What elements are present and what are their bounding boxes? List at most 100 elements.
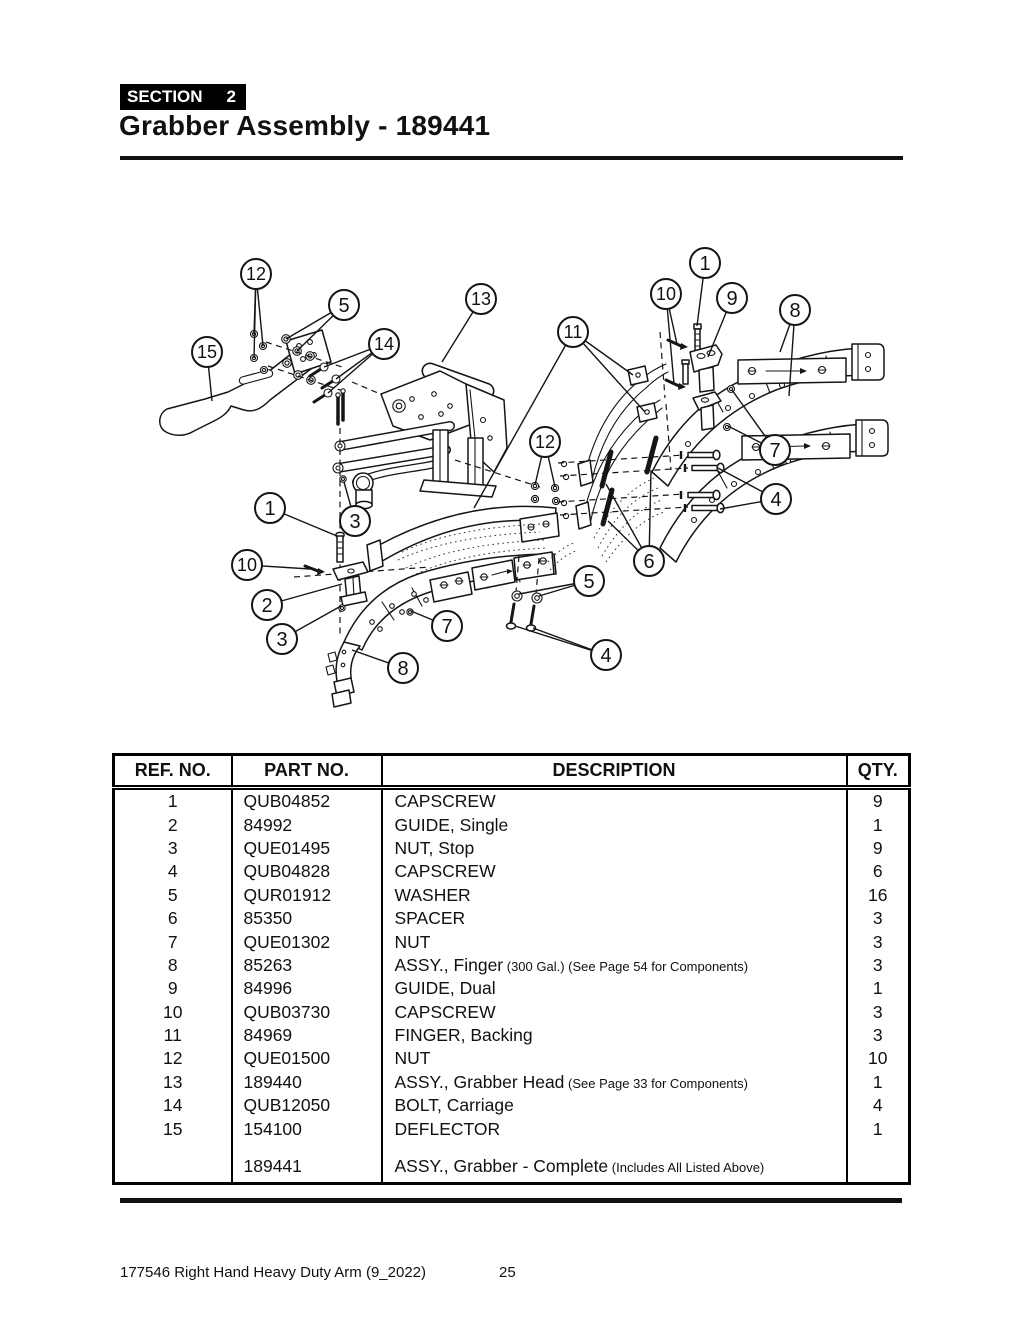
qty-cell: 6 [872,861,883,882]
ref-no-cell: 14 [113,1094,233,1118]
grabber-head-drawing [332,362,508,510]
qty-cell: 3 [872,1001,883,1022]
callout-10: 10 [650,278,682,385]
section-badge: SECTION 2 [120,84,246,110]
svg-text:5: 5 [338,295,349,317]
part-no-cell: QUR01912 [231,883,383,907]
description-cell: CAPSCREW [381,1000,848,1024]
description-text: DEFLECTOR [394,1118,501,1139]
callout-4: 4 [514,625,622,671]
description-text: NUT, Stop [394,837,475,858]
svg-text:15: 15 [197,342,217,362]
ref-no-cell: 15 [113,1117,233,1141]
part-no-cell: QUB12050 [231,1094,383,1118]
part-no-cell: 84969 [231,1023,383,1048]
callout-8: 8 [351,649,419,684]
description-text: NUT [394,1048,431,1069]
description-note: (300 Gal.) (See Page 54 for Components) [503,958,749,974]
svg-text:3: 3 [276,629,287,651]
qty-cell: 3 [872,954,883,975]
callout-10: 10 [231,549,311,581]
qty-cell [847,1141,910,1152]
svg-text:13: 13 [471,289,491,309]
svg-text:6: 6 [643,551,654,573]
description-text: WASHER [394,884,471,905]
title-rule [120,156,903,160]
svg-text:10: 10 [656,284,676,304]
ref-no-cell: 7 [113,930,233,954]
callout-1: 1 [689,247,721,327]
description-cell: ASSY., Grabber Head (See Page 33 for Com… [381,1070,848,1095]
qty-cell: 1 [872,1071,883,1092]
description-text: ASSY., Finger [394,954,504,975]
svg-text:7: 7 [441,616,452,638]
part-no-cell: QUE01495 [231,836,383,861]
ref-no-cell: 5 [113,883,233,907]
callout-11: 11 [473,316,646,509]
qty-cell: 4 [872,1095,883,1116]
ref-no-cell: 13 [113,1070,233,1095]
qty-cell: 3 [872,931,883,952]
callout-8: 8 [779,294,811,397]
svg-text:10: 10 [237,555,257,575]
description-cell: CAPSCREW [381,787,848,814]
description-text: GUIDE, Dual [394,978,496,999]
column-header-desc: DESCRIPTION [381,754,848,788]
description-cell: BOLT, Carriage [381,1094,848,1118]
ref-no-cell [113,1140,233,1152]
callout-15: 15 [191,336,223,402]
part-no-cell: 84992 [231,813,383,837]
description-cell: FINGER, Backing [381,1023,848,1048]
description-cell: ASSY., Grabber - Complete (Includes All … [381,1151,848,1184]
ref-no-cell: 4 [113,860,233,884]
description-text: BOLT, Carriage [394,1095,514,1116]
column-header-qty: QTY. [857,760,898,780]
lower-finger-band [325,459,560,708]
column-header-part: PART NO. [231,754,383,788]
ref-no-cell: 1 [113,787,233,814]
footer-page-number: 25 [499,1264,516,1281]
section-label: SECTION [127,87,203,106]
part-no-cell: 189440 [231,1070,383,1095]
svg-text:12: 12 [535,432,555,452]
ref-no-cell: 8 [113,953,233,978]
right-finger-assembly [530,323,889,571]
description-text: NUT [394,931,431,952]
description-cell: GUIDE, Single [381,813,848,837]
callout-3: 3 [339,481,371,537]
svg-text:2: 2 [261,595,272,617]
callout-5: 5 [285,289,360,352]
ref-no-cell: 2 [113,813,233,837]
ref-no-cell: 12 [113,1047,233,1071]
qty-cell: 1 [872,814,883,835]
callout-3: 3 [266,605,342,655]
svg-text:4: 4 [600,645,611,667]
description-text: CAPSCREW [394,791,496,812]
description-cell: CAPSCREW [381,860,848,884]
callout-1: 1 [254,492,338,537]
ref-no-cell [113,1151,233,1184]
svg-text:1: 1 [264,498,275,520]
description-cell: NUT, Stop [381,836,848,861]
callout-6: 6 [605,469,665,577]
qty-cell: 10 [868,1048,888,1069]
description-cell [381,1140,848,1152]
callout-7: 7 [727,389,791,466]
svg-text:5: 5 [583,571,594,593]
svg-text:8: 8 [397,658,408,680]
svg-text:14: 14 [374,334,394,354]
callout-14: 14 [323,328,400,394]
ref-no-cell: 6 [113,906,233,931]
